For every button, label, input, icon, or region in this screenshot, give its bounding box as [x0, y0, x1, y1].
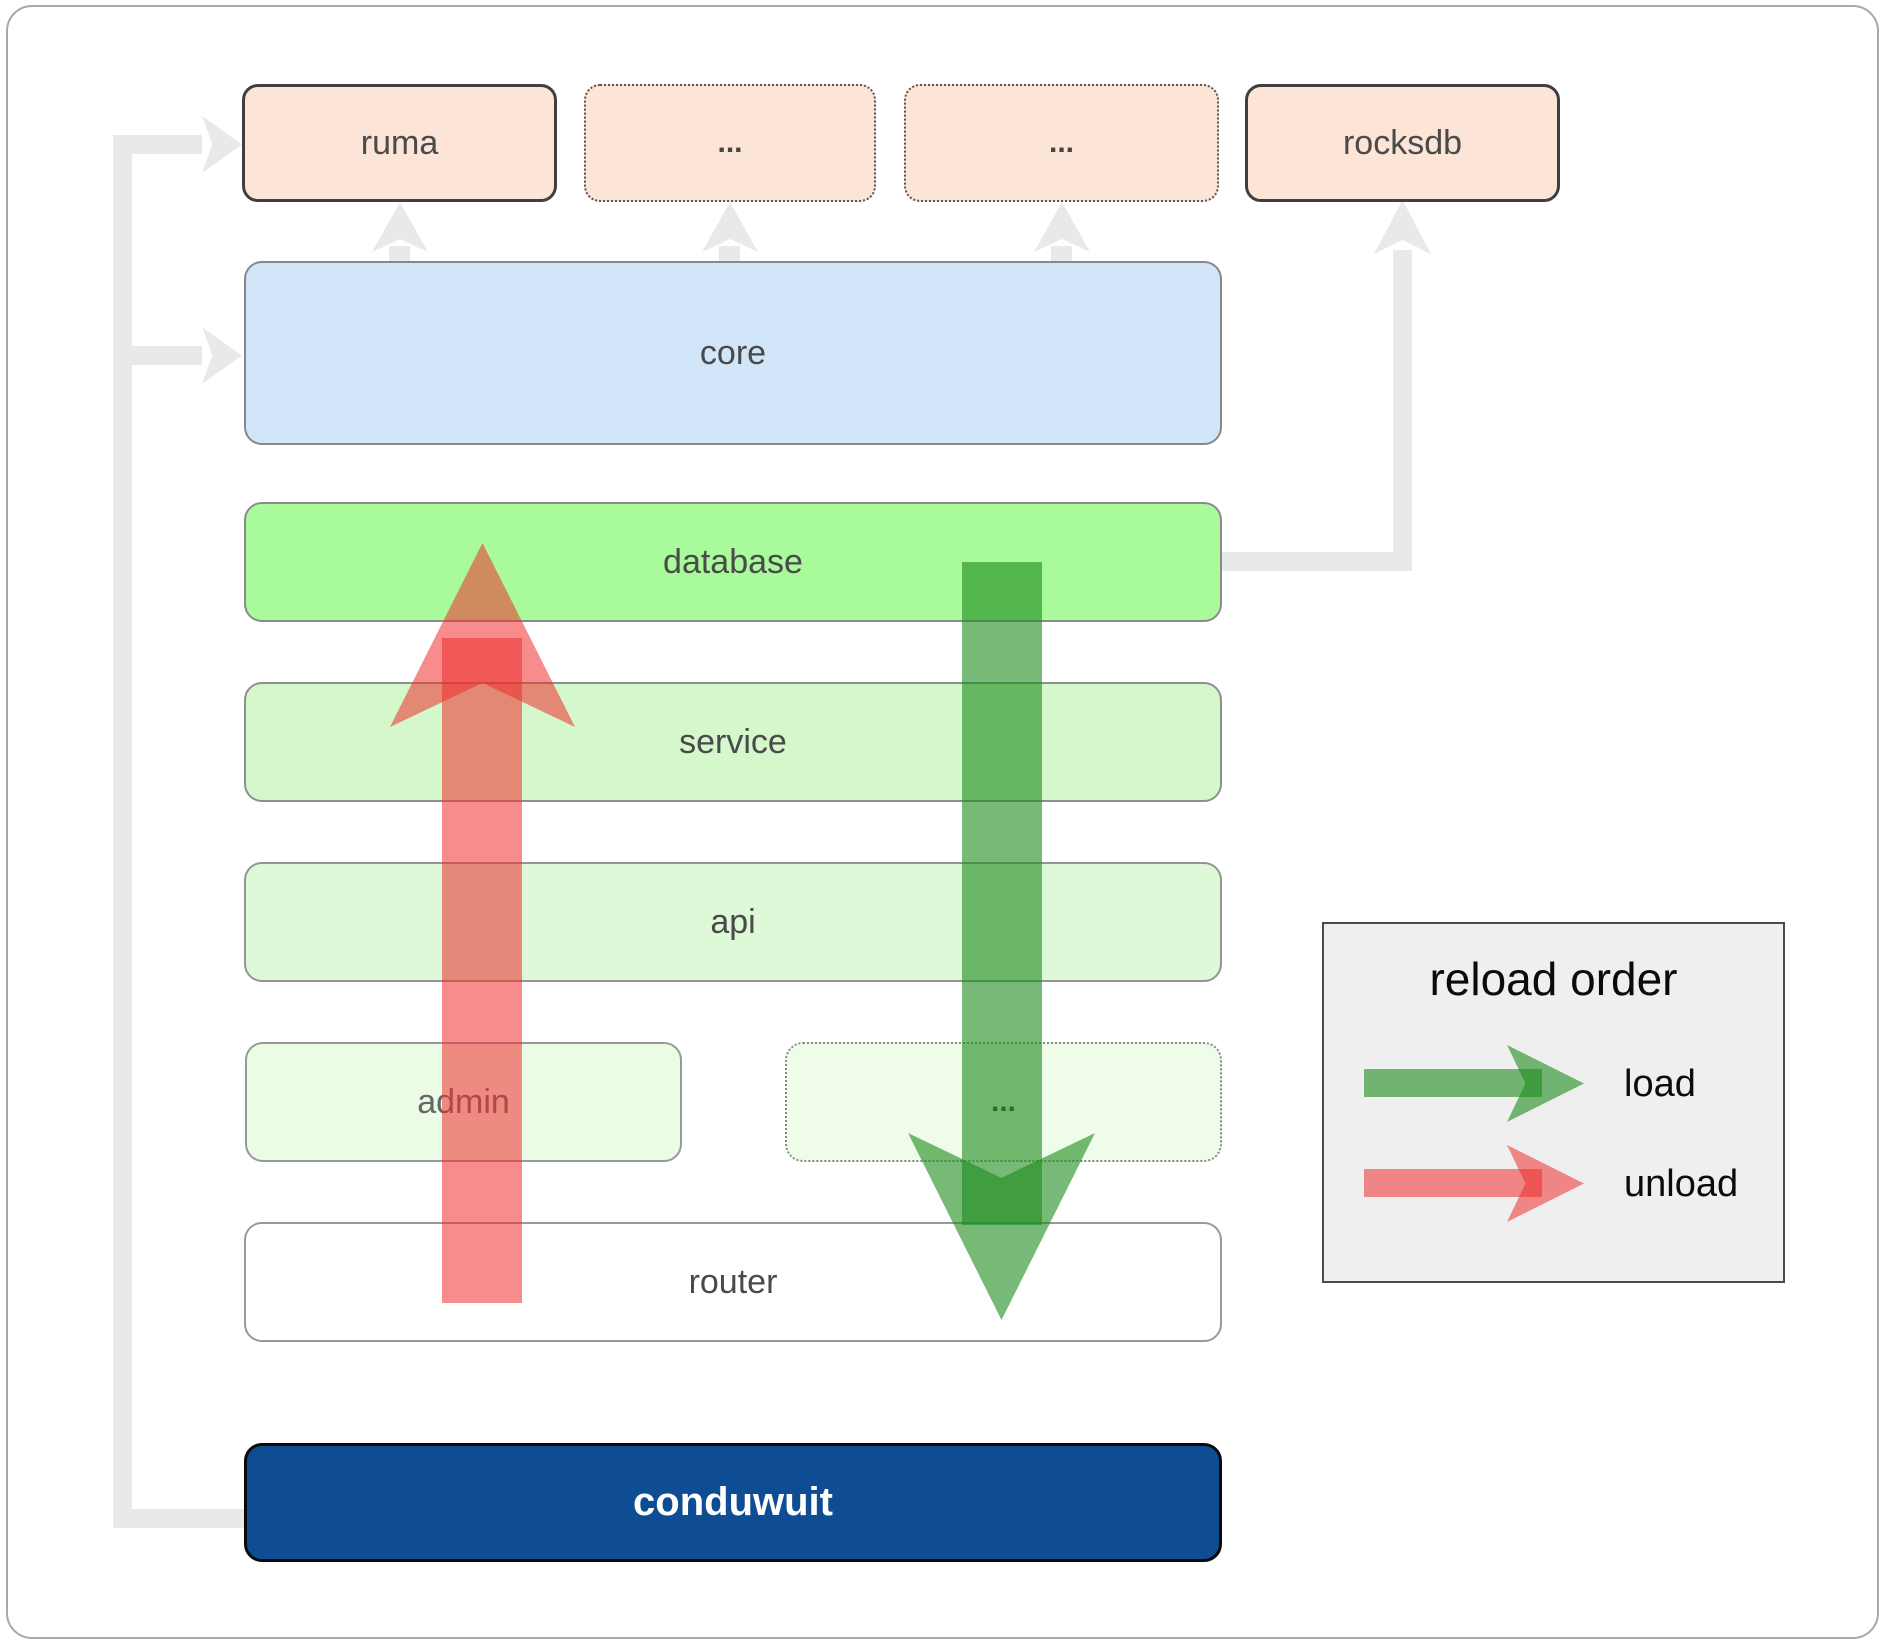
- node-ruma: ruma: [242, 84, 557, 202]
- connector-to-ruma: [113, 135, 202, 154]
- node-database-label: database: [663, 542, 803, 581]
- node-ellipsis-top-1-label: ...: [717, 126, 743, 159]
- connector-core-ellipsis1-shaft: [719, 246, 740, 262]
- node-conduwuit: conduwuit: [244, 1443, 1222, 1562]
- connector-from-conduwuit: [113, 1509, 246, 1528]
- node-ellipsis-top-1: ...: [584, 84, 876, 202]
- legend-load-label: load: [1624, 1063, 1696, 1105]
- connector-database-rocksdb-v: [1393, 250, 1412, 571]
- legend-load-arrow-shaft: [1364, 1069, 1542, 1097]
- legend-unload-arrow-shaft: [1364, 1169, 1542, 1197]
- node-api: api: [244, 862, 1222, 982]
- node-api-label: api: [710, 902, 756, 941]
- connector-database-rocksdb-h: [1222, 552, 1412, 571]
- load-arrow-shaft: [962, 562, 1042, 1225]
- connector-core-ellipsis2-shaft: [1051, 246, 1072, 262]
- node-conduwuit-label: conduwuit: [633, 1480, 833, 1524]
- connector-core-ruma-shaft: [389, 246, 410, 262]
- node-core: core: [244, 261, 1222, 445]
- node-service-label: service: [679, 722, 787, 761]
- connector-to-core: [113, 346, 202, 365]
- legend-unload-label: unload: [1624, 1163, 1739, 1205]
- legend: reload order load unload: [1322, 922, 1785, 1283]
- node-router-label: router: [688, 1262, 778, 1301]
- node-rocksdb: rocksdb: [1245, 84, 1560, 202]
- node-service: service: [244, 682, 1222, 802]
- diagram-frame: [6, 5, 1879, 1639]
- node-router: router: [244, 1222, 1222, 1342]
- node-rocksdb-label: rocksdb: [1342, 123, 1463, 162]
- node-ellipsis-top-2: ...: [904, 84, 1219, 202]
- node-ruma-label: ruma: [360, 123, 439, 162]
- node-ellipsis-top-2-label: ...: [1048, 126, 1074, 159]
- connector-left-spine: [113, 135, 132, 1528]
- unload-arrow-shaft: [442, 638, 522, 1303]
- node-database: database: [244, 502, 1222, 622]
- node-core-label: core: [699, 333, 767, 372]
- legend-title: reload order: [1429, 953, 1678, 1005]
